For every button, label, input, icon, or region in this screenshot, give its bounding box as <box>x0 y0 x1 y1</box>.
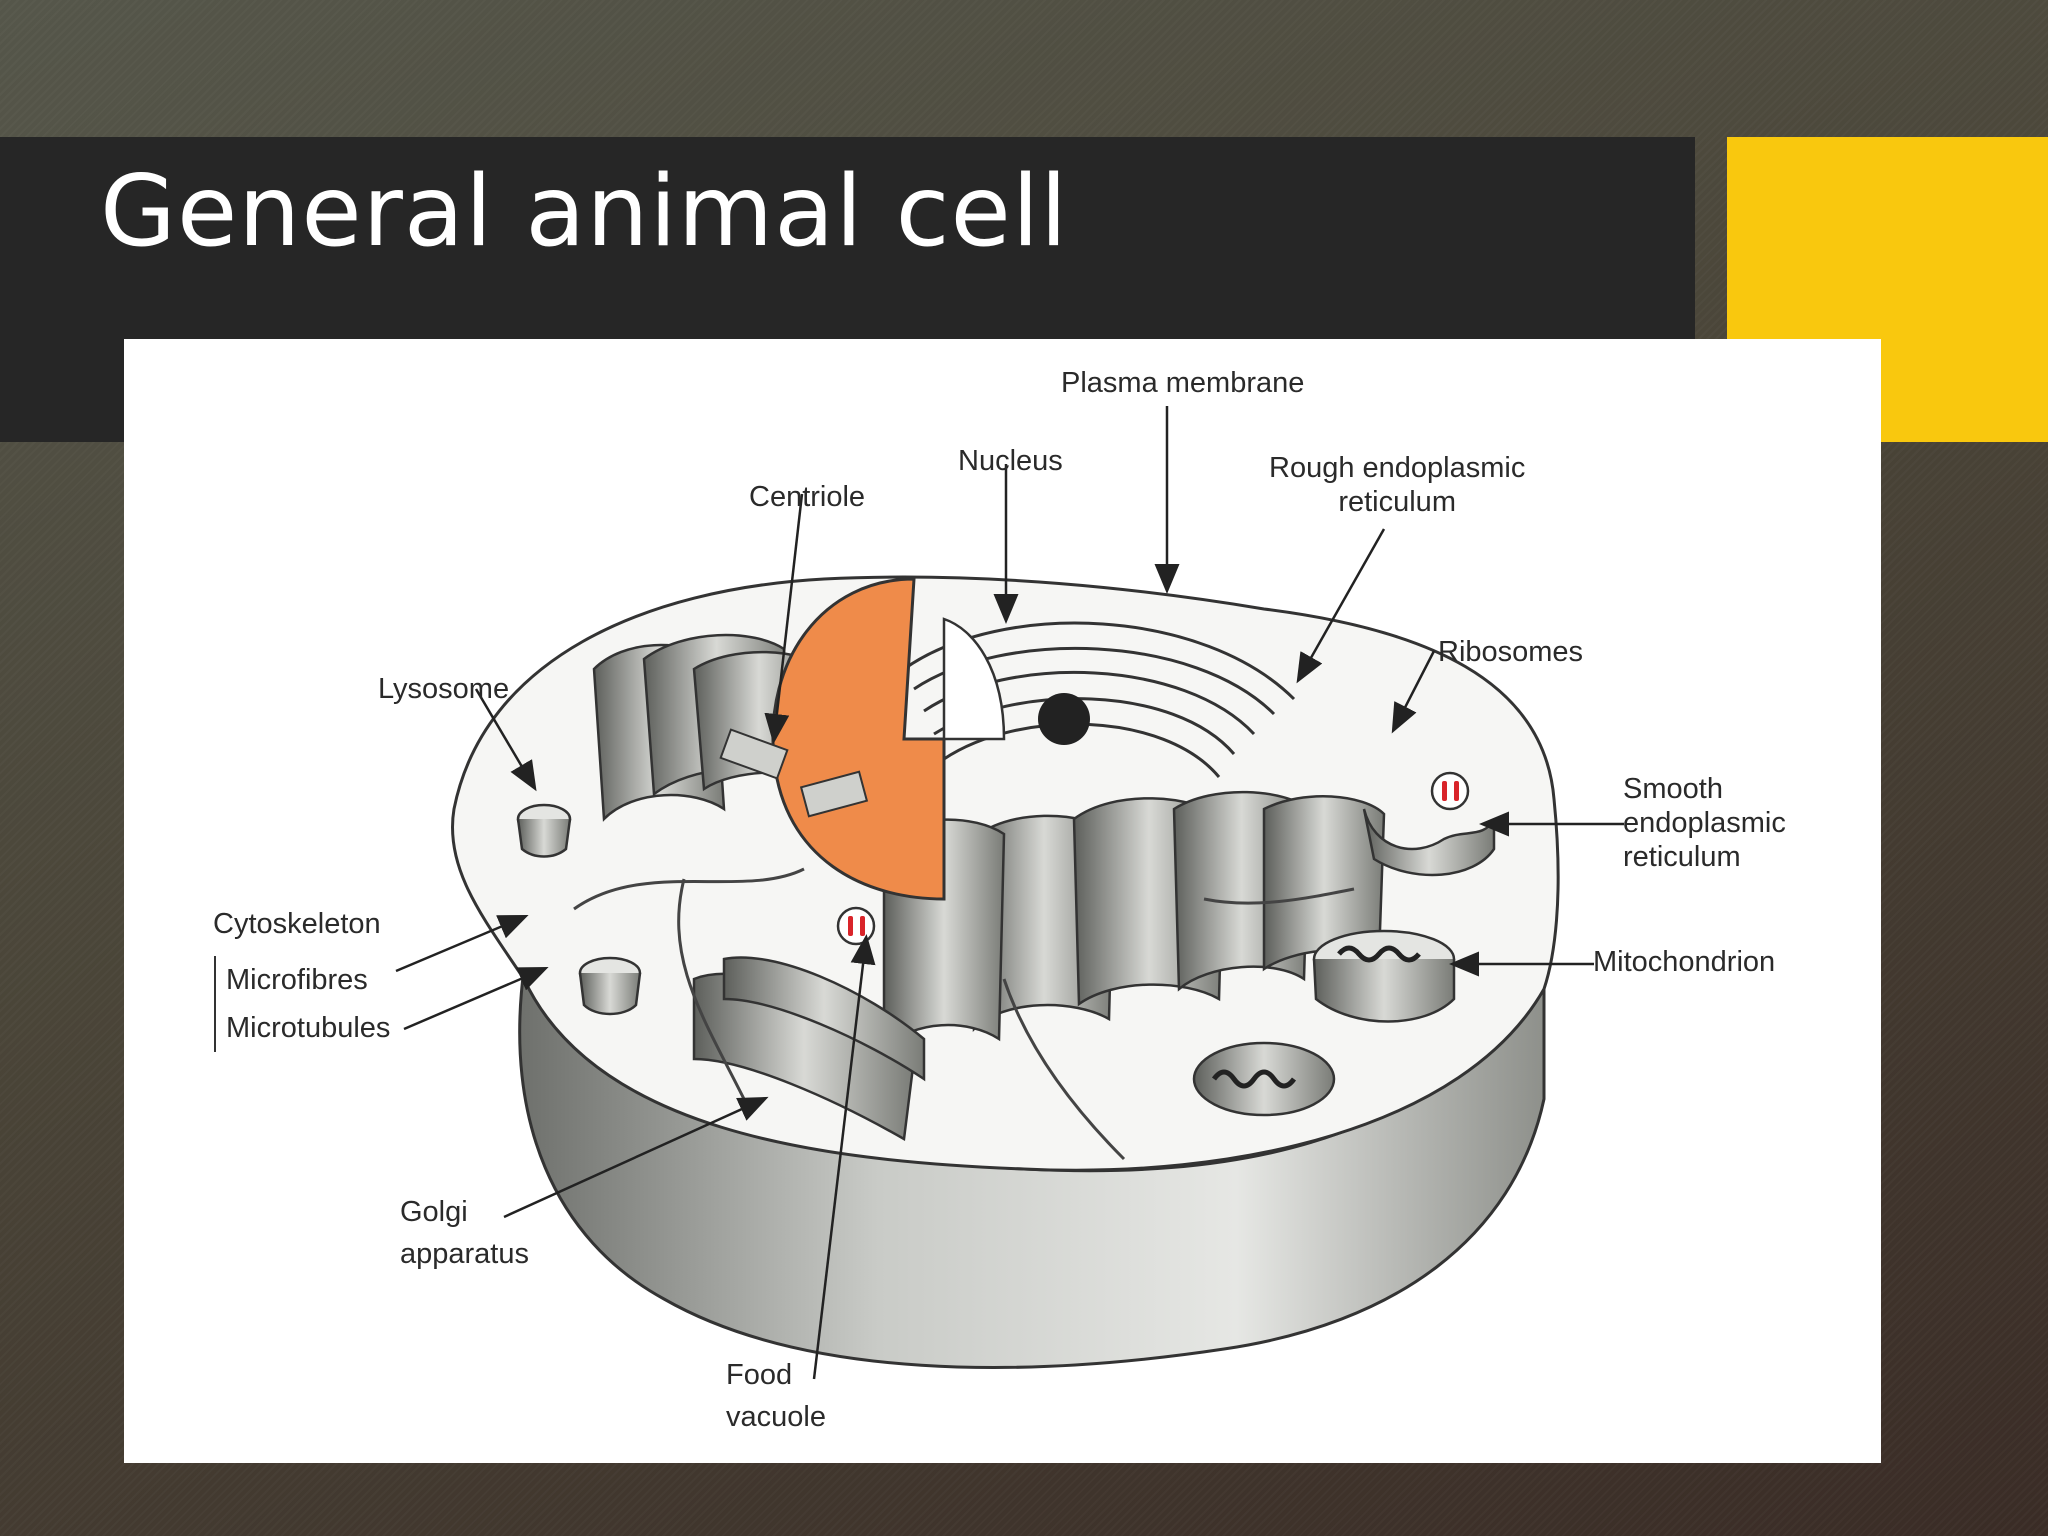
food-vacuole-shape <box>836 906 876 946</box>
cell-illustration <box>395 406 1624 1380</box>
label-plasma-membrane: Plasma membrane <box>1061 367 1305 399</box>
label-rough-er-line2: reticulum <box>1338 486 1456 518</box>
cytoskeleton-fibres <box>573 867 1355 1161</box>
label-smooth-er-line3: reticulum <box>1623 841 1741 873</box>
label-microfibres: Microfibres <box>226 964 368 996</box>
label-ribosomes: Ribosomes <box>1438 636 1584 668</box>
label-nucleus: Nucleus <box>958 445 1063 477</box>
food-vacuole-shape-2 <box>1430 771 1470 811</box>
golgi-shape <box>692 956 926 1142</box>
nucleolus <box>1038 693 1090 745</box>
slide-title: General animal cell <box>100 155 1069 269</box>
mitochondrion-shape <box>1192 929 1456 1117</box>
leader-lines <box>395 406 1624 1380</box>
label-rough-er: Rough endoplasmic reticulum <box>1269 451 1525 519</box>
label-golgi: Golgi apparatus <box>400 1191 529 1275</box>
label-smooth-er: Smooth endoplasmic reticulum <box>1623 772 1786 874</box>
label-food-vacuole-line1: Food <box>726 1359 793 1391</box>
label-lysosome: Lysosome <box>378 673 510 705</box>
cell-diagram: Plasma membrane Nucleus Centriole Rough … <box>124 339 1881 1463</box>
label-centriole: Centriole <box>749 481 866 513</box>
label-mitochondrion: Mitochondrion <box>1593 946 1776 978</box>
label-cytoskeleton-group: Microfibres Microtubules <box>214 956 390 1052</box>
nucleus-cut-face <box>942 617 1006 741</box>
label-smooth-er-line2: endoplasmic <box>1623 807 1786 839</box>
label-cytoskeleton: Cytoskeleton <box>213 908 381 940</box>
centriole-shape <box>719 728 869 818</box>
label-golgi-line1: Golgi <box>400 1196 468 1228</box>
label-smooth-er-line1: Smooth <box>1623 773 1723 805</box>
label-golgi-line2: apparatus <box>400 1238 529 1270</box>
label-food-vacuole: Food vacuole <box>726 1354 826 1438</box>
label-microtubules: Microtubules <box>226 1012 391 1044</box>
label-food-vacuole-line2: vacuole <box>726 1401 826 1433</box>
label-rough-er-line1: Rough endoplasmic <box>1269 452 1526 484</box>
